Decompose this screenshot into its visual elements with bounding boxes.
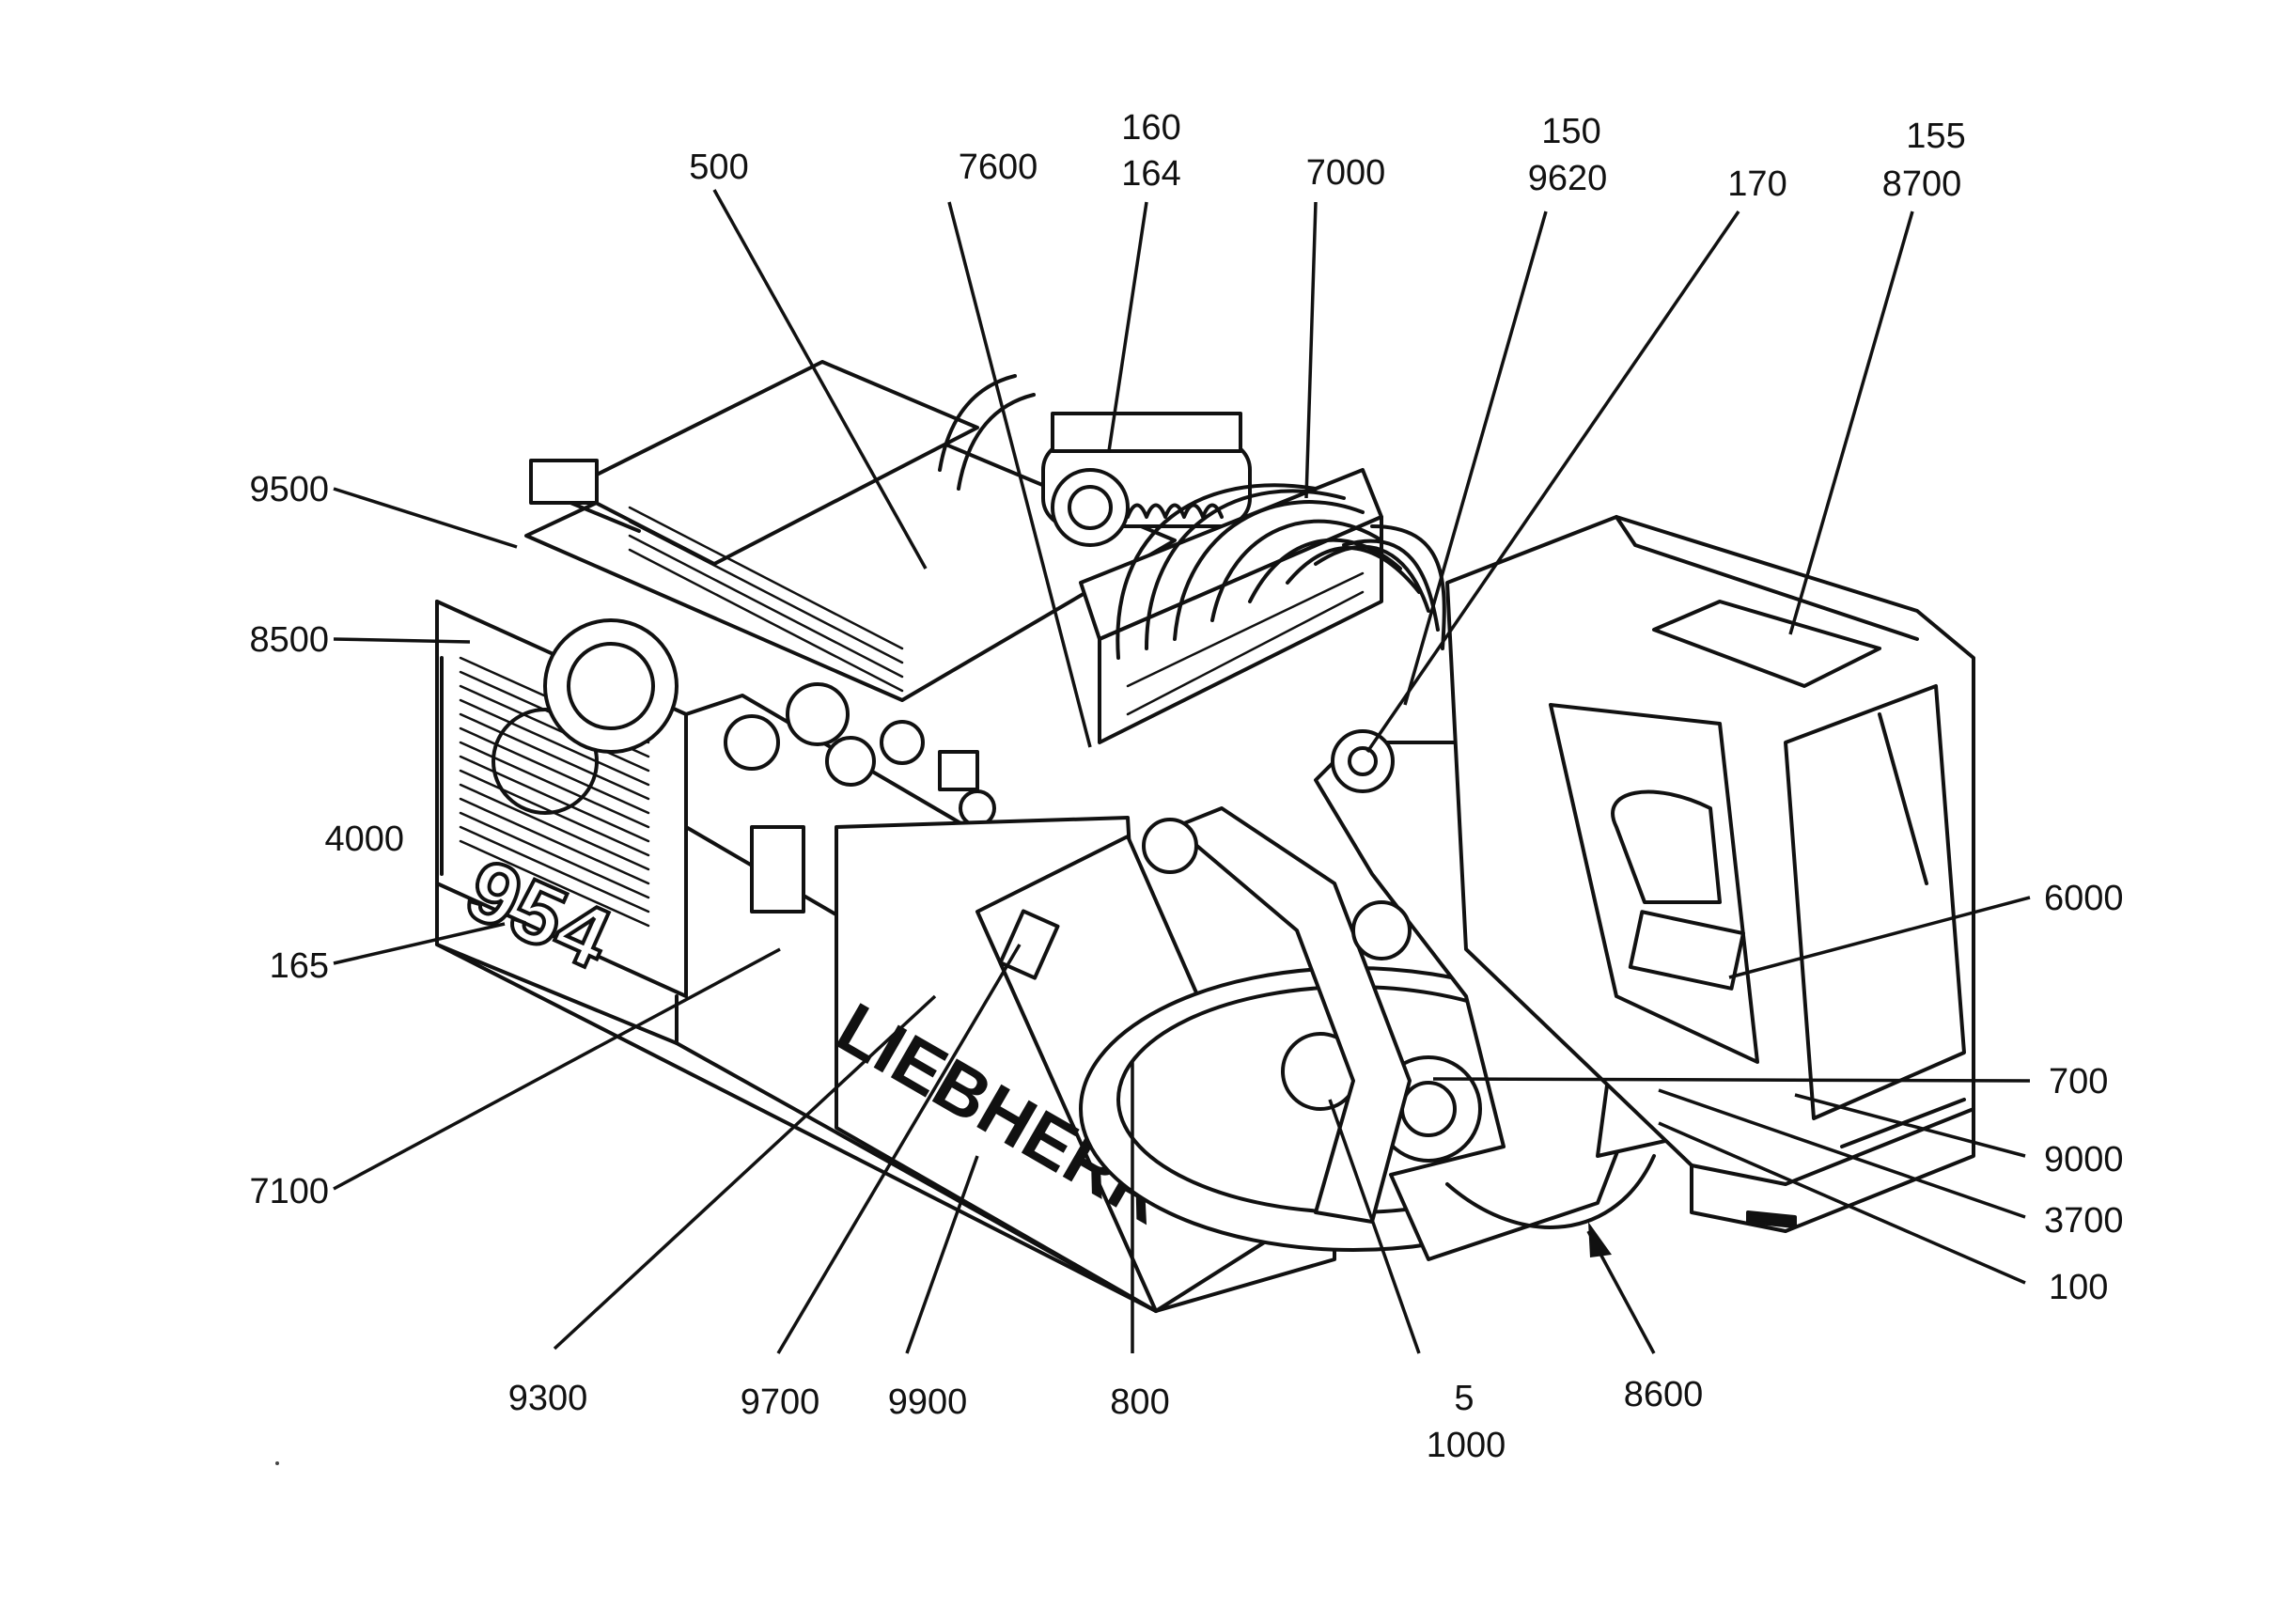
leader-9500 <box>333 487 518 549</box>
label-9500: 9500 <box>249 470 329 509</box>
label-7600: 7600 <box>959 148 1038 187</box>
label-8500: 8500 <box>249 620 329 660</box>
leader-9000 <box>1794 1093 2026 1158</box>
leader-160-164 <box>1107 201 1148 452</box>
label-700: 700 <box>2049 1062 2108 1101</box>
label-9300: 9300 <box>508 1379 588 1418</box>
hose-fan <box>1116 483 1446 660</box>
label-160: 160 <box>1121 108 1180 148</box>
leader-7100 <box>333 947 781 1191</box>
label-9900: 9900 <box>888 1382 968 1422</box>
label-164: 164 <box>1121 154 1180 194</box>
scan-speck <box>275 1461 279 1465</box>
label-150: 150 <box>1541 112 1600 151</box>
leader-lines <box>333 189 2031 1354</box>
label-8700: 8700 <box>1882 164 1962 204</box>
leader-8500 <box>333 637 471 644</box>
label-5: 5 <box>1454 1379 1474 1418</box>
label-6000: 6000 <box>2044 879 2124 918</box>
label-3700: 3700 <box>2044 1201 2124 1241</box>
leader-5-1000 <box>1328 1099 1421 1354</box>
leader-7600 <box>947 201 1092 748</box>
callout-labels: 500 7600 160 164 7000 150 9620 170 155 8… <box>249 108 2123 1465</box>
label-1000: 1000 <box>1427 1426 1506 1465</box>
leader-9300 <box>553 994 937 1351</box>
label-4000: 4000 <box>324 820 404 859</box>
control-valve-block <box>1079 468 1446 744</box>
leader-7000 <box>1304 201 1318 499</box>
left-end-panel: 954 <box>435 600 688 998</box>
leader-165 <box>333 922 506 965</box>
label-500: 500 <box>689 148 748 187</box>
leader-8600-arrowhead <box>1588 1222 1612 1257</box>
hood-vents <box>628 506 904 693</box>
label-9700: 9700 <box>741 1382 820 1422</box>
label-7000: 7000 <box>1306 153 1386 193</box>
machine-drawing: 954 <box>435 360 1975 1313</box>
label-800: 800 <box>1110 1382 1169 1422</box>
label-9000: 9000 <box>2044 1140 2124 1179</box>
leader-100 <box>1658 1121 2026 1285</box>
label-7100: 7100 <box>249 1172 329 1211</box>
operator-seat <box>1611 789 1745 991</box>
leader-6000 <box>1728 896 2031 979</box>
leader-150-9620 <box>1403 211 1548 706</box>
leader-500 <box>712 189 928 570</box>
leader-155-8700 <box>1788 211 1914 635</box>
leader-9700 <box>776 944 1022 1354</box>
operator-cab <box>1445 515 1975 1233</box>
leader-700 <box>1432 1077 2031 1083</box>
leader-9900 <box>905 1155 979 1354</box>
engine-hood <box>524 360 1177 702</box>
label-9620: 9620 <box>1528 159 1608 198</box>
label-8600: 8600 <box>1624 1375 1704 1414</box>
label-155: 155 <box>1906 117 1965 156</box>
hydraulic-pump-group <box>938 374 1252 547</box>
label-100: 100 <box>2049 1268 2108 1307</box>
leader-170 <box>1365 211 1740 753</box>
label-165: 165 <box>270 946 329 986</box>
leader-3700 <box>1658 1088 2026 1219</box>
label-170: 170 <box>1727 164 1787 204</box>
